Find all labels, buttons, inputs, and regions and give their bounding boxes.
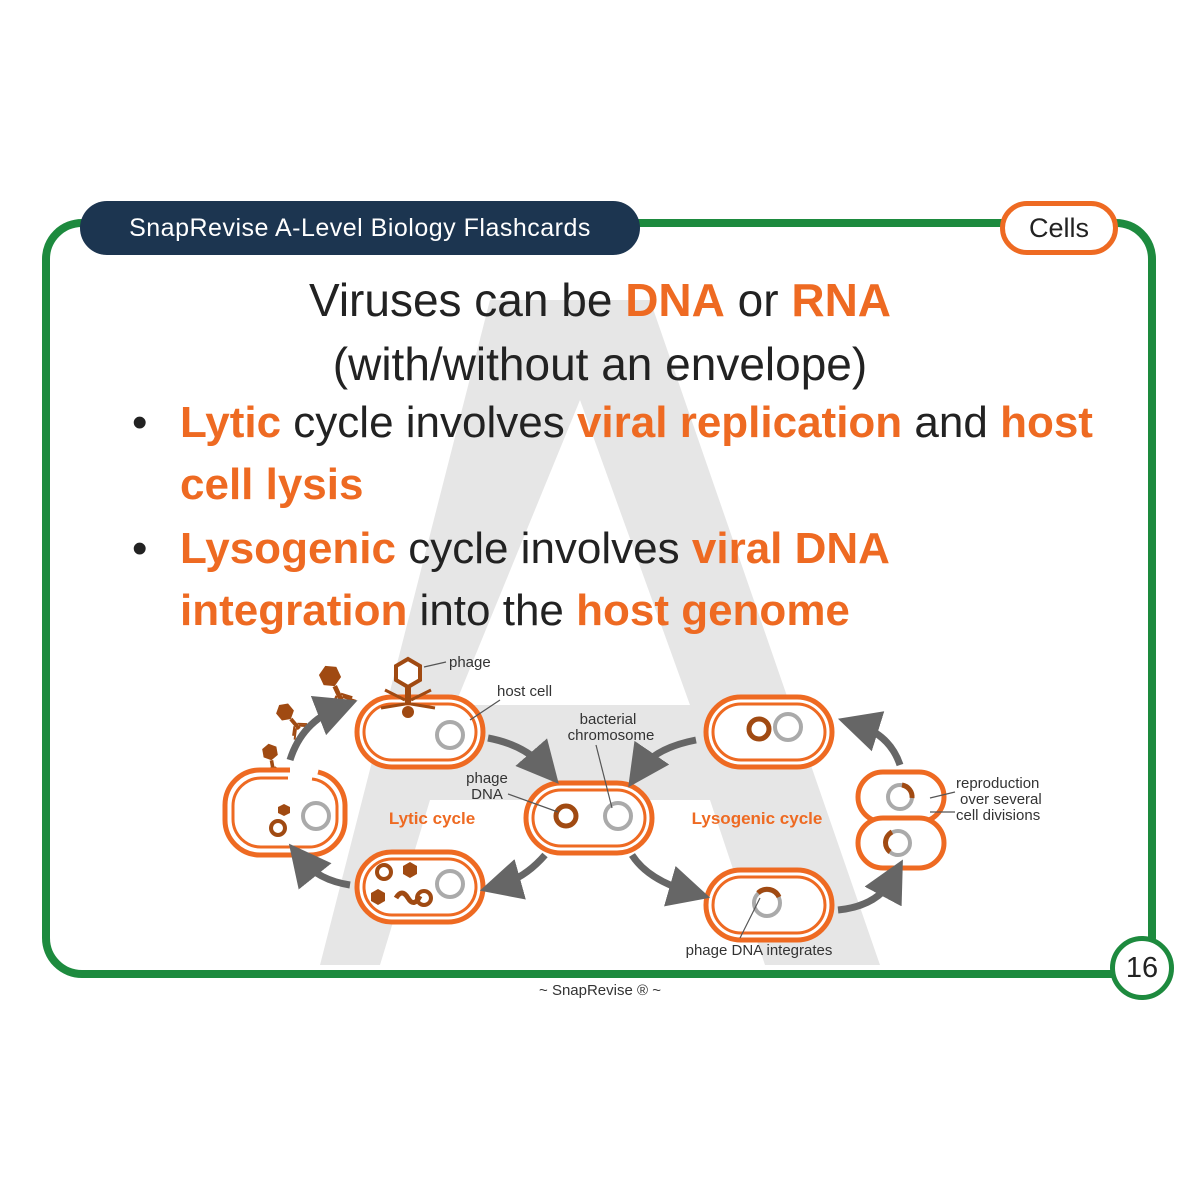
lysing-host-cell [222,767,348,858]
infected-host-cell [523,780,655,856]
headline-line-2: (with/without an envelope) [332,338,868,390]
label-reproduction: reproduction [956,775,1039,792]
label-phage: phage [449,654,491,671]
bullet-dot: • [132,398,148,447]
label-phage-dna-2: DNA [471,786,503,803]
lysogen-cell-top [703,694,835,770]
headline: Viruses can be DNA or RNA (with/without … [0,268,1200,396]
label-chromosome: chromosome [568,727,655,744]
label-lytic-cycle: Lytic cycle [389,809,475,828]
highlight-rna: RNA [791,274,892,326]
phage-attached-icon [380,656,436,718]
label-phage-dna-1: phage [466,770,508,787]
topic-badge: Cells [1000,201,1118,255]
bullet-text: and [902,398,1001,447]
page-number: 16 [1110,936,1174,1000]
label-phage-dna-integrates: phage DNA integrates [686,942,833,959]
integrated-dna-cell [703,867,835,943]
bullet-text: cycle involves [395,524,692,573]
term-viral-dna-integration: viral DNA integration [180,524,889,635]
label-lysogenic-cycle: Lysogenic cycle [692,809,823,828]
label-host-cell: host cell [497,683,552,700]
replicating-host-cell [354,849,486,925]
bullet-lysogenic: • Lysogenic cycle involves viral DNA int… [120,518,1120,642]
bullet-list: • Lytic cycle involves viral replication… [120,392,1120,644]
label-leader-lines [423,661,956,939]
bullet-dot: • [132,524,148,573]
host-cell-top [354,694,486,770]
bullet-lytic: • Lytic cycle involves viral replication… [120,392,1120,516]
cycle-arrows [286,696,904,914]
term-lytic: Lytic [180,398,282,447]
deck-title: SnapRevise A-Level Biology Flashcards [80,201,640,255]
footer-brand: ~ SnapRevise ® ~ [539,982,661,999]
bullet-text: cycle involves [281,398,577,447]
term-host-cell-lysis: host cell lysis [180,398,1093,509]
released-phage-icon [312,659,358,714]
headline-text: Viruses can be [308,274,626,326]
headline-text: or [724,274,792,326]
highlight-dna: DNA [625,274,725,326]
label-over-several: over several [960,791,1042,808]
term-viral-replication: viral replication [576,398,903,447]
bullet-text: into the [407,586,577,635]
dividing-lysogen-cells [855,769,947,871]
label-cell-divisions: cell divisions [956,807,1040,824]
headline-line-1: Viruses can be DNA or RNA [0,268,1200,332]
label-bacterial: bacterial [580,711,637,728]
term-lysogenic: Lysogenic [180,524,396,573]
term-host-genome: host genome [576,586,850,635]
